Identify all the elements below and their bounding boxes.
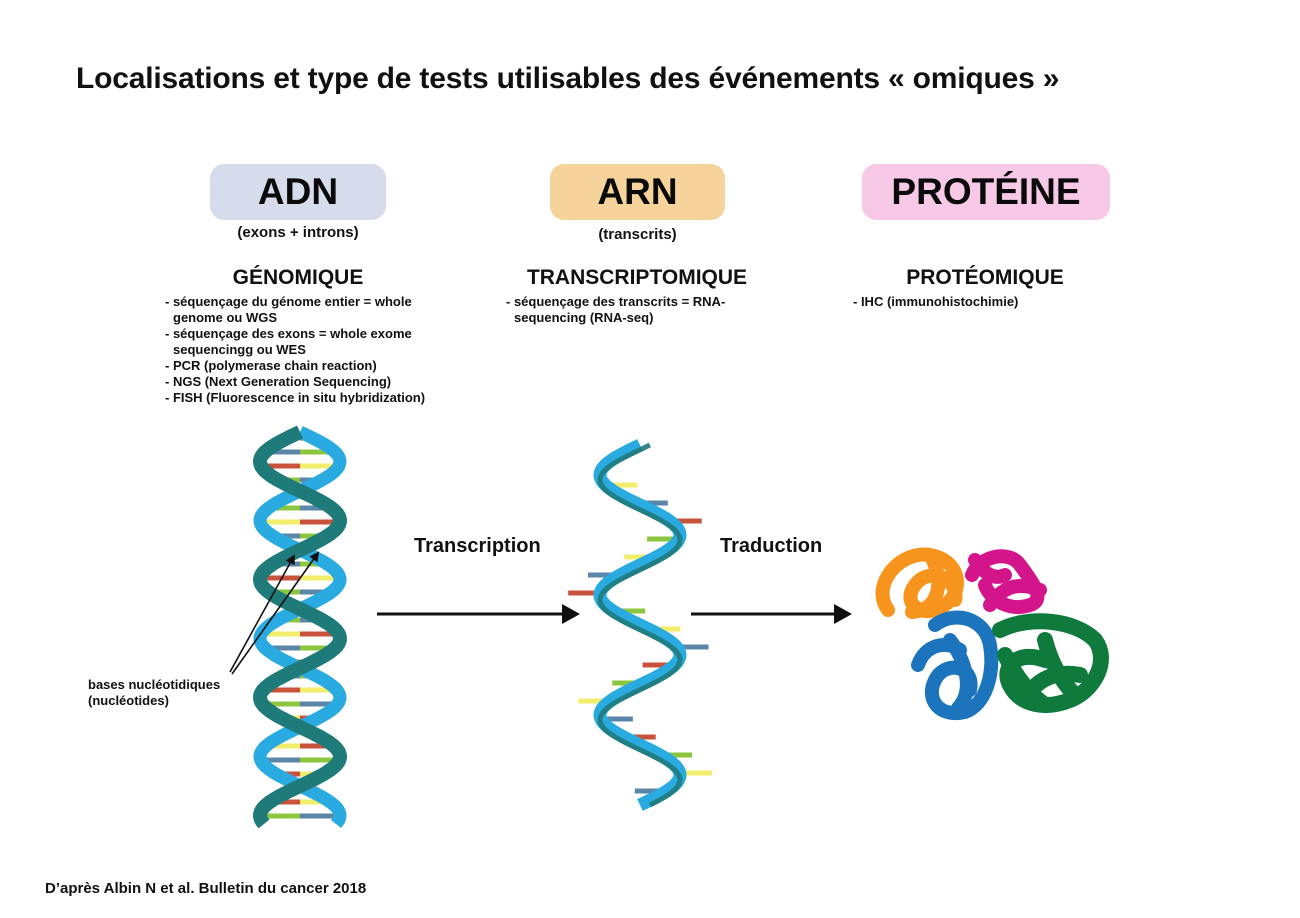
list-item: - NGS (Next Generation Sequencing)	[165, 374, 392, 389]
annotation-line: (nucléotides)	[88, 693, 169, 708]
bases-pointer-arrows	[229, 551, 320, 675]
dna-strand	[252, 425, 348, 829]
page-title: Localisations et type de tests utilisabl…	[76, 62, 1060, 95]
list-item: - PCR (polymerase chain reaction)	[165, 358, 377, 373]
traduction-label: Traduction	[720, 535, 823, 557]
arn-badge: ARN	[550, 164, 725, 220]
source-citation: D’après Albin N et al. Bulletin du cance…	[45, 880, 367, 897]
adn-badge: ADN	[210, 164, 386, 220]
genomique-heading: GÉNOMIQUE	[232, 266, 364, 289]
bases-annotation: bases nucléotidiques (nucléotides)	[88, 677, 220, 709]
proteine-badge: PROTÉINE	[862, 164, 1110, 220]
protein-fold-icon	[875, 547, 1109, 721]
rna-single-strand-icon	[568, 439, 712, 811]
proteomique-tests-list: - IHC (immunohistochimie)	[853, 294, 1113, 310]
list-item: - IHC (immunohistochimie)	[853, 294, 1019, 309]
arn-subtitle: (transcrits)	[598, 226, 677, 243]
rna-strand-edge	[597, 442, 683, 808]
list-item: - séquençage des exons = whole exome seq…	[165, 326, 412, 357]
transcriptomique-tests-list: - séquençage des transcrits = RNA-sequen…	[506, 294, 736, 326]
list-item: - séquençage des transcrits = RNA-sequen…	[506, 294, 726, 325]
dna-double-helix-icon	[252, 425, 348, 829]
annotation-line: bases nucléotidiques	[88, 677, 221, 692]
rna-strand	[593, 439, 687, 811]
transcription-label: Transcription	[414, 535, 541, 557]
adn-subtitle: (exons + introns)	[237, 224, 359, 241]
dna-strand	[253, 426, 347, 829]
genomique-tests-list: - séquençage du génome entier = whole ge…	[165, 294, 465, 406]
list-item: - séquençage du génome entier = whole ge…	[165, 294, 412, 325]
transcriptomique-heading: TRANSCRIPTOMIQUE	[526, 266, 748, 289]
list-item: - FISH (Fluorescence in situ hybridizati…	[165, 390, 426, 405]
proteomique-heading: PROTÉOMIQUE	[906, 266, 1064, 289]
